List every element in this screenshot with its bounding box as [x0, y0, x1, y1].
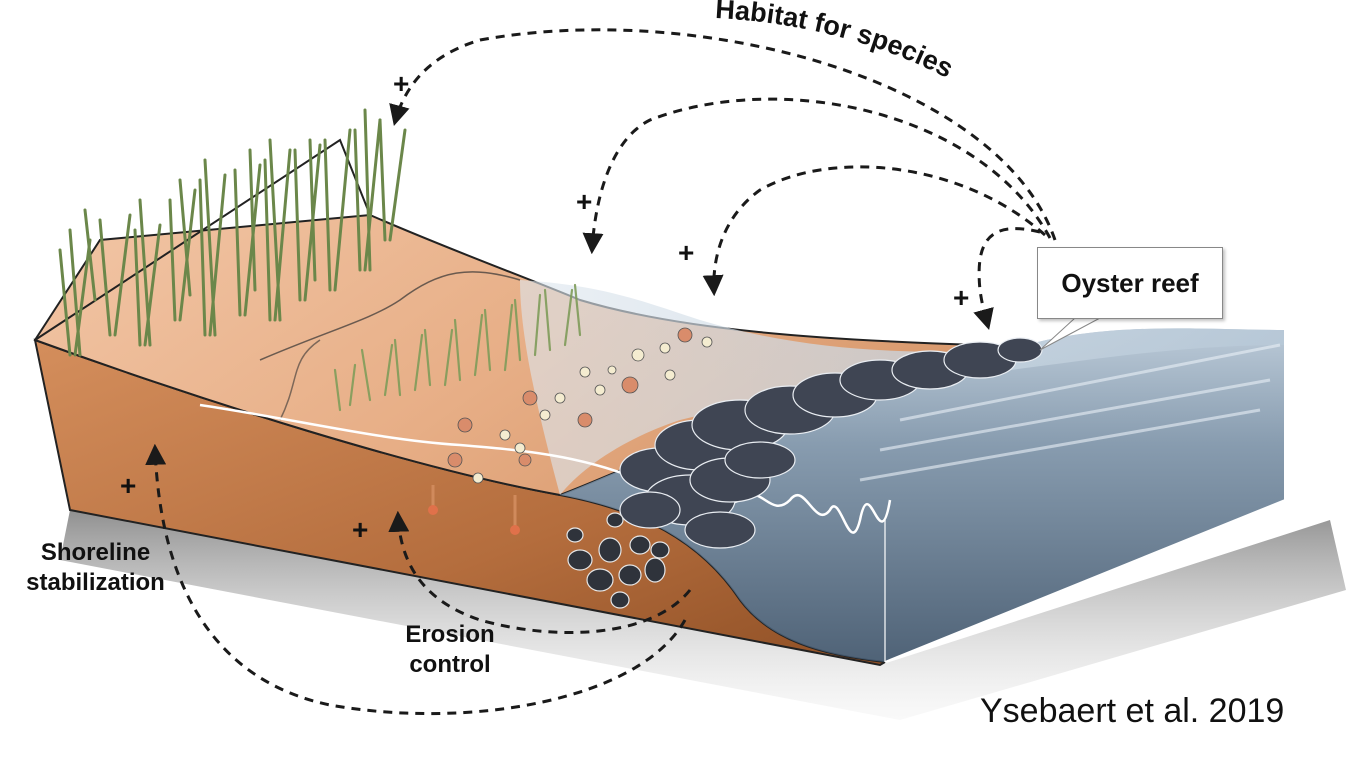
water-body — [560, 328, 1285, 662]
shoreline-label: Shoreline stabilization — [26, 539, 165, 596]
plus-sign: + — [393, 68, 410, 99]
erosion-label: Erosion control — [405, 621, 495, 678]
oyster-reef-clusters — [619, 337, 1043, 549]
habitat-label: Habitat for species — [714, 0, 958, 84]
surface-contour-2 — [279, 339, 321, 421]
service-arrows — [145, 443, 692, 716]
plus-sign: + — [576, 186, 593, 217]
plus-sign: + — [953, 282, 970, 313]
buried-oysters — [566, 512, 670, 609]
burrowing-organisms — [428, 485, 520, 535]
surface-contour — [259, 271, 521, 361]
habitat-arrows — [389, 28, 1057, 331]
ground-shadow — [60, 510, 1346, 720]
seagrass — [333, 283, 582, 412]
oyster-reef-label: Oyster reef — [1037, 247, 1223, 319]
plus-sign: + — [678, 237, 695, 268]
water-surface — [520, 280, 1285, 495]
wave-ridges — [859, 343, 1281, 482]
water-front-edge — [884, 330, 1286, 663]
salt-marsh-grass — [58, 108, 407, 357]
plus-sign: + — [352, 514, 369, 545]
citation-credit: Ysebaert et al. 2019 — [980, 692, 1285, 730]
plus-sign: + — [120, 470, 137, 501]
mudflat-shells — [447, 327, 713, 484]
